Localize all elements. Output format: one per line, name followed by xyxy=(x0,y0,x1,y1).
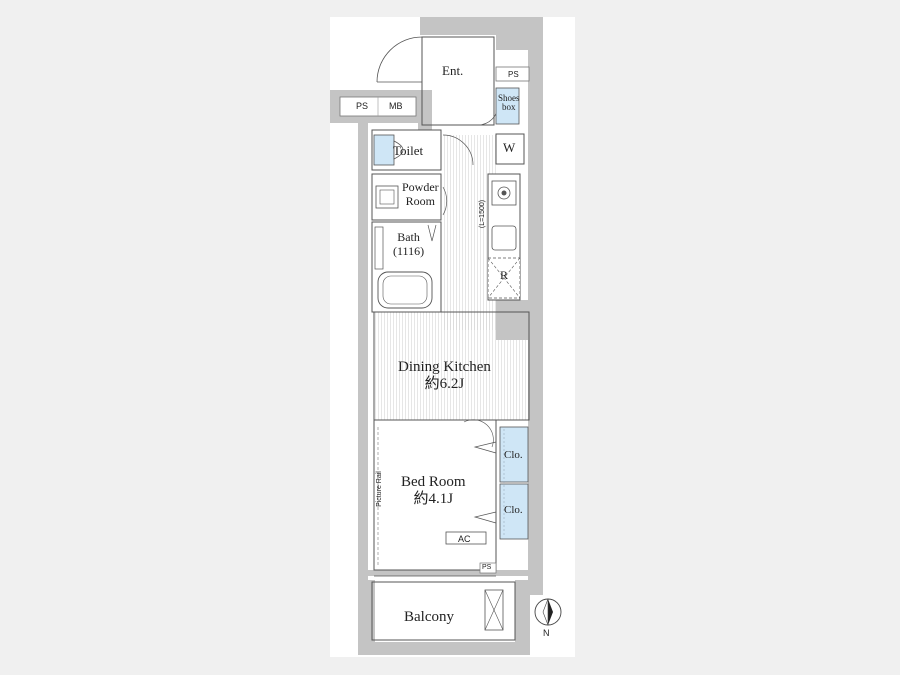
aircon-label: AC xyxy=(458,534,471,544)
toilet-fixture xyxy=(373,134,395,166)
bath-label: Bath (1116) xyxy=(393,230,425,259)
shoes-box xyxy=(495,87,520,125)
dining-kitchen-label: Dining Kitchen 約6.2J xyxy=(398,359,491,394)
floor-plan-drawing xyxy=(330,17,562,655)
entrance-inner-door-swing xyxy=(477,104,499,126)
corridor-floor xyxy=(443,135,496,330)
powder-room-label: Powder Room xyxy=(402,180,439,209)
bed-room-label-line1: Bed Room xyxy=(401,474,466,490)
closet-upper-label: Clo. xyxy=(504,449,523,461)
bath-label-line2: (1116) xyxy=(393,243,425,258)
shoes-box-label-line1: Shoes xyxy=(498,93,520,103)
ps-outside-label: PS xyxy=(356,101,369,111)
floor-plan: Ent. PS Shoes box PS MB Toilet W Powder … xyxy=(330,17,575,657)
aircon-unit xyxy=(445,531,487,545)
entrance-outline xyxy=(421,36,495,126)
ps-entrance-box xyxy=(495,66,530,82)
kitchen-sink xyxy=(491,225,517,251)
closet-lower-label: Clo. xyxy=(504,504,523,516)
bath-label-line1: Bath xyxy=(397,230,420,244)
closet-lower xyxy=(499,483,529,540)
bed-room-label: Bed Room 約4.1J xyxy=(401,474,466,509)
ps-balcony-box xyxy=(479,562,497,574)
mb-label: MB xyxy=(389,101,403,111)
picture-rail-label: Picture Rail xyxy=(375,471,383,507)
kitchen-dimension-label: (L=1500) xyxy=(478,199,486,229)
ps-entrance-label: PS xyxy=(508,70,519,79)
refrigerator-label: R xyxy=(500,268,509,282)
ps-balcony-label: PS xyxy=(482,564,492,571)
closet-upper xyxy=(499,426,529,483)
powder-room-outline xyxy=(371,173,442,221)
powder-room-label-line1: Powder xyxy=(402,180,439,194)
entrance-door-swing xyxy=(376,36,423,83)
balcony-outline xyxy=(371,581,516,641)
washer-box xyxy=(495,133,525,165)
entrance-label: Ent. xyxy=(442,63,464,78)
compass-north-label: N xyxy=(543,628,550,638)
dining-kitchen-label-line2: 約6.2J xyxy=(424,376,465,393)
balcony-label: Balcony xyxy=(404,609,454,625)
washer-label: W xyxy=(503,140,516,155)
bed-room-label-line2: 約4.1J xyxy=(413,491,454,508)
powder-room-label-line2: Room xyxy=(405,193,435,208)
compass-icon xyxy=(534,598,562,626)
toilet-label: Toilet xyxy=(393,143,424,158)
bed-room-outline xyxy=(373,419,497,571)
toilet-outline xyxy=(371,129,442,171)
shoes-box-label-line2: box xyxy=(502,102,516,113)
shoes-box-label: Shoes box xyxy=(498,93,520,113)
dining-kitchen-label-line1: Dining Kitchen xyxy=(398,359,491,375)
walls xyxy=(330,17,543,655)
